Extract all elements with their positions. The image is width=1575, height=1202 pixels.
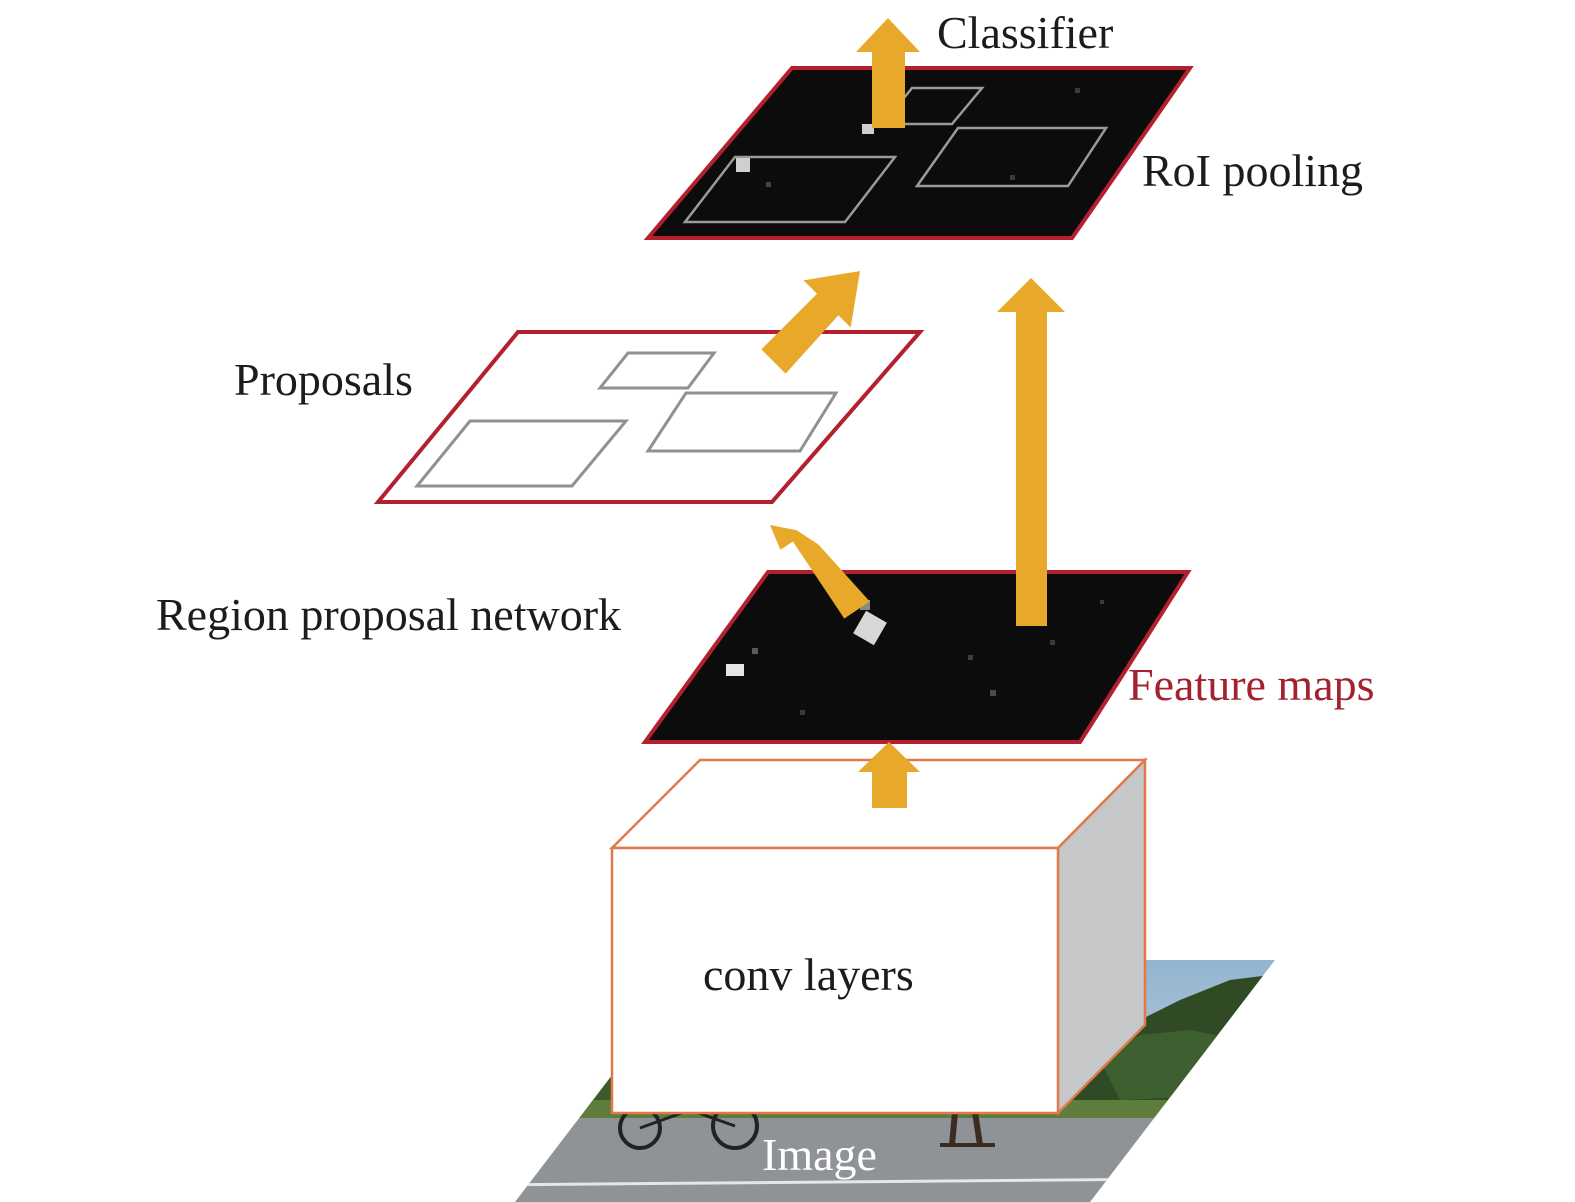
conv-layers-label: conv layers (703, 949, 914, 1000)
arrows (761, 18, 1065, 808)
conv-layers-box (608, 756, 1148, 1117)
arrow-diagonal-icon (761, 271, 860, 374)
image-label: Image (762, 1129, 877, 1180)
roi-pooling-layer (643, 66, 1194, 240)
proposal-box (413, 419, 630, 488)
roi-box (914, 126, 1109, 188)
roi-box (682, 155, 898, 224)
feature-maps-label: Feature maps (1128, 659, 1375, 710)
roi-pooling-label: RoI pooling (1142, 145, 1363, 196)
proposals-layer (373, 330, 925, 504)
conv-box-front-face (610, 846, 1060, 1115)
proposal-box (645, 391, 839, 453)
classifier-label: Classifier (937, 7, 1113, 58)
feature-maps-layer (641, 570, 1192, 744)
proposals-label: Proposals (234, 354, 413, 405)
arrow-diagonal-icon (770, 525, 870, 619)
proposal-box (596, 351, 717, 390)
arrow-up-icon (858, 742, 920, 808)
region-proposal-network-label: Region proposal network (156, 589, 621, 640)
labels: Classifier RoI pooling Proposals Region … (156, 7, 1375, 1180)
arrow-up-icon (997, 278, 1065, 626)
arrow-up-icon (856, 18, 920, 128)
